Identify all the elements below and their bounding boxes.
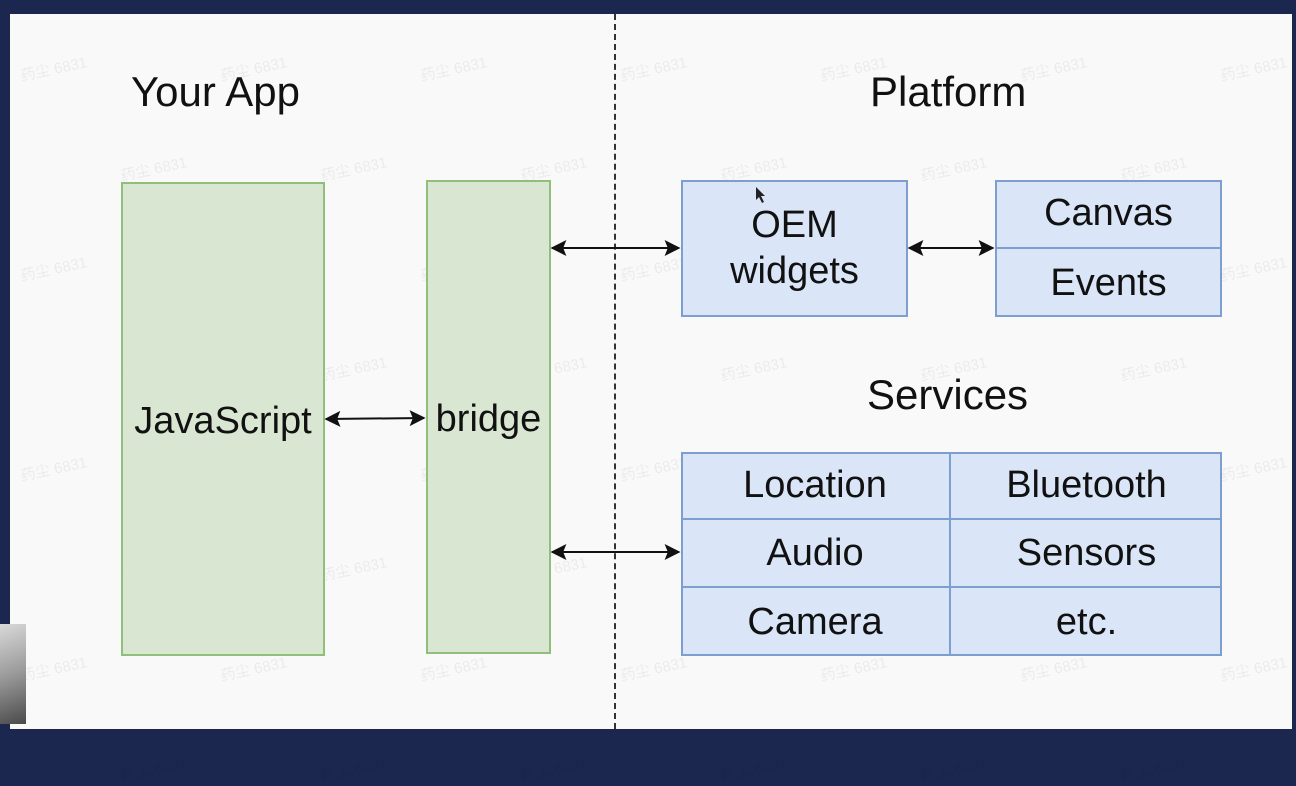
events-cell: Events — [995, 249, 1222, 317]
arrow-javascript-bridge — [324, 410, 426, 427]
service-cell-etc: etc. — [951, 588, 1222, 656]
connector-arrows — [324, 187, 995, 560]
heading-services: Services — [867, 371, 1029, 418]
service-cell-bluetooth: Bluetooth — [951, 452, 1222, 520]
canvas-cell: Canvas — [995, 180, 1222, 249]
bridge-label: bridge — [435, 398, 542, 441]
oem-widgets-label: OEM widgets — [730, 203, 859, 292]
service-label-sensors: Sensors — [1016, 531, 1157, 574]
service-cell-audio: Audio — [681, 520, 951, 588]
service-label-camera: Camera — [747, 600, 883, 643]
services-grid — [681, 452, 1222, 656]
oem-widgets-box — [681, 180, 908, 317]
watermark-text: 药尘 6831 — [119, 754, 189, 785]
service-label-etc: etc. — [1055, 600, 1118, 643]
javascript-box — [121, 182, 325, 656]
service-label-location: Location — [743, 463, 887, 506]
watermark-text: 药尘 6831 — [919, 754, 989, 785]
javascript-label: JavaScript — [134, 400, 312, 443]
heading-your-app: Your App — [131, 68, 300, 115]
watermark-text: 药尘 6831 — [1119, 754, 1189, 785]
bridge-box — [426, 180, 551, 654]
presenter-video-thumbnail — [0, 624, 26, 724]
watermark-text: 药尘 6831 — [519, 754, 589, 785]
watermark-text: 药尘 6831 — [719, 754, 789, 785]
service-cell-camera: Camera — [681, 588, 951, 656]
service-label-bluetooth: Bluetooth — [1006, 463, 1167, 506]
app-platform-divider — [614, 14, 616, 729]
service-label-audio: Audio — [766, 531, 864, 574]
canvas-label: Canvas — [1044, 192, 1173, 234]
service-cell-sensors: Sensors — [951, 520, 1222, 588]
watermark-text: 药尘 6831 — [319, 754, 389, 785]
heading-platform: Platform — [870, 68, 1027, 115]
cursor-icon — [756, 187, 765, 203]
events-label: Events — [1050, 261, 1167, 304]
service-cell-location: Location — [681, 452, 951, 520]
